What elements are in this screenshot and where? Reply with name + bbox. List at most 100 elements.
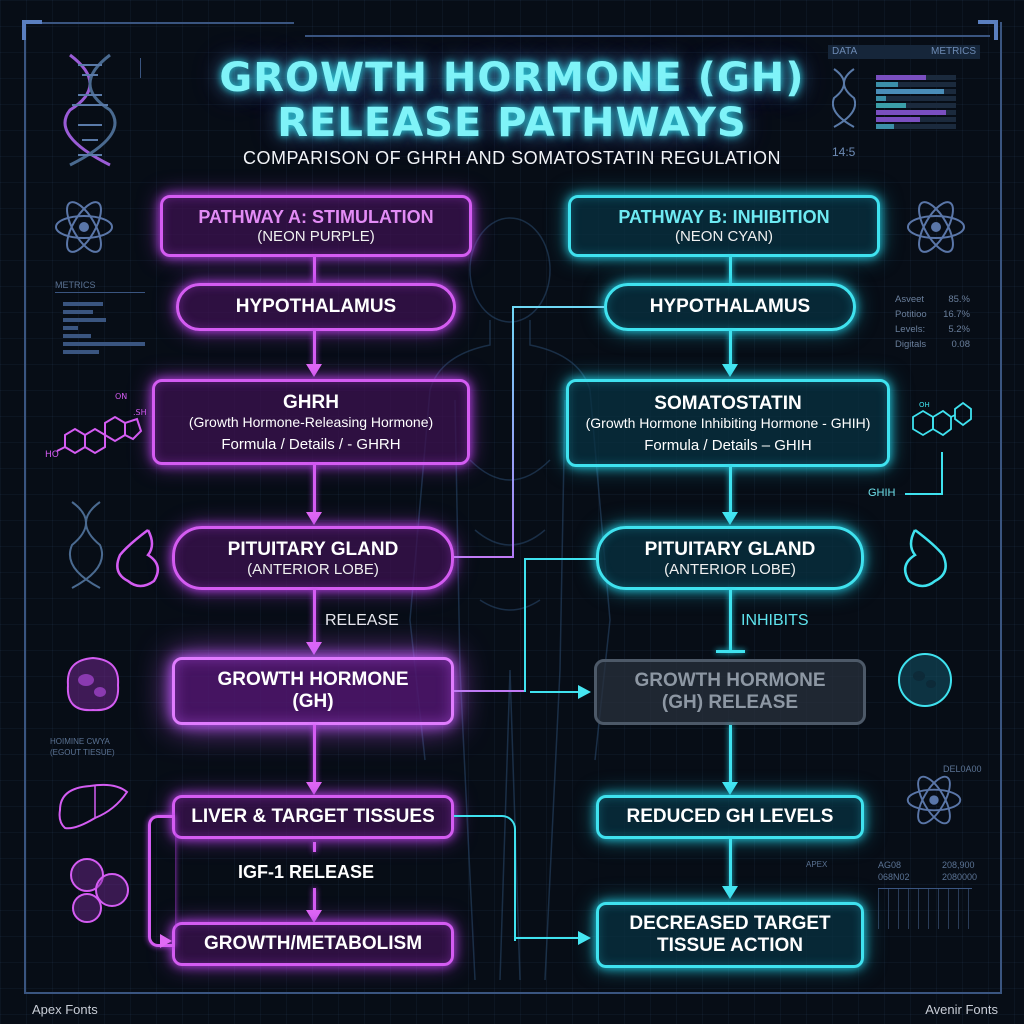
gh-subtitle: (GH) [292,691,334,712]
data-bar-1 [876,75,926,80]
pathway-b-decreased-action[interactable]: DECREASED TARGET TISSUE ACTION [596,902,864,968]
ghih-connector-h [905,493,943,495]
left-metric-bar [63,310,93,314]
pituitary-subtitle: (ANTERIOR LOBE) [247,560,379,578]
right-code: DEL0A00 [943,764,982,774]
left-metric-bar [63,350,99,354]
hormone-note-line2: (EGOUT TIESUE) [50,748,115,757]
cross-connector-pituitary-b [524,558,596,560]
pathway-b-hypothalamus[interactable]: HYPOTHALAMUS [604,283,856,331]
decreased-line1: DECREASED TARGET [629,913,831,934]
liver-to-growth-bracket [148,815,175,947]
connector [313,725,316,785]
stat-row: Levels:5.2% [895,324,970,335]
data-bar-8 [876,124,894,129]
pathway-b-subtitle: (NEON CYAN) [674,228,774,245]
left-metrics-title: METRICS [55,280,96,290]
pathway-b-header[interactable]: PATHWAY B: INHIBITION (NEON CYAN) [568,195,880,257]
atom-icon-right-top [907,201,965,253]
pituitary-subtitle: (ANTERIOR LOBE) [664,560,796,578]
ag-label: AG08 [878,860,902,870]
frame-corner-tl [22,20,42,40]
dna-icon [63,53,117,167]
connector [313,842,316,852]
pathway-a-header[interactable]: PATHWAY A: STIMULATION (NEON PURPLE) [160,195,472,257]
connector [313,465,316,515]
somatostatin-title: SOMATOSTATIN [654,392,802,414]
left-metric-bar [63,302,103,306]
arrow-down-icon [306,364,322,377]
svg-text:OH: OH [919,401,930,409]
pituitary-icon-left [116,529,160,588]
data-bar-7 [876,117,920,122]
mini-chart [878,888,972,929]
frame-right [1000,22,1002,992]
gh-release-line2: (GH) RELEASE [661,692,799,713]
data-bar-2 [876,82,898,87]
data-panel-left-label: DATA [832,46,858,57]
connector [729,590,732,652]
arrow-down-icon [306,910,322,923]
reduced-gh-label: REDUCED GH LEVELS [626,806,834,827]
pathway-a-pituitary[interactable]: PITUITARY GLAND (ANTERIOR LOBE) [172,526,454,590]
release-label: RELEASE [325,612,399,629]
gh-title: GROWTH HORMONE [217,669,409,690]
connector [313,888,316,913]
pathway-a-growth-hormone[interactable]: GROWTH HORMONE (GH) [172,657,454,725]
somatostatin-subtitle: (Growth Hormone Inhibiting Hormone - GHI… [585,414,871,431]
pathway-b-pituitary[interactable]: PITUITARY GLAND (ANTERIOR LOBE) [596,526,864,590]
cross-connector-liver-bottom [514,937,580,939]
data-panel: DATA METRICS 14:5 [828,45,980,165]
cross-connector-gh-vertical [524,558,526,692]
data-bar-6 [876,110,946,115]
liver-icon [58,783,129,830]
cross-connector-pituitary [454,556,514,558]
cell-icon-cyan [898,653,952,707]
left-metrics-rule [55,292,145,293]
pathway-a-ghrh[interactable]: GHRH (Growth Hormone-Releasing Hormone) … [152,379,470,465]
pathway-b-gh-release[interactable]: GROWTH HORMONE (GH) RELEASE [594,659,866,725]
dna-small-icon [832,68,856,128]
decreased-line2: TISSUE ACTION [656,935,804,956]
svg-text:ON: ON [115,392,127,401]
liver-label: LIVER & TARGET TISSUES [191,806,435,827]
ghrh-subtitle: (Growth Hormone-Releasing Hormone) [188,413,434,430]
pathway-b-somatostatin[interactable]: SOMATOSTATIN (Growth Hormone Inhibiting … [566,379,890,467]
connector [729,257,732,285]
frame-corner-tr [978,20,998,40]
connector [313,590,316,646]
pituitary-icon-right [903,529,947,588]
data-bar-3 [876,89,944,94]
arrow-right-icon [578,931,591,945]
svg-text:.SH: .SH [133,408,147,417]
pathway-a-liver[interactable]: LIVER & TARGET TISSUES [172,795,454,839]
blood-cells-icon [70,858,129,923]
pathway-b-reduced-gh[interactable]: REDUCED GH LEVELS [596,795,864,839]
pituitary-title: PITUITARY GLAND [644,538,816,560]
left-metric-bar [63,342,145,346]
connector [313,257,316,285]
hypothalamus-label: HYPOTHALAMUS [235,296,397,317]
cross-connector-top [512,306,604,308]
subtitle: COMPARISON OF GHRH AND SOMATOSTATIN REGU… [242,148,782,168]
dna-icon-left [69,501,103,589]
arrow-right-icon [160,934,172,948]
footer-left: Apex Fonts [32,1002,98,1017]
ag-value1: 208,900 [942,860,975,870]
frame-top-left [24,22,294,24]
cross-connector-gh [454,690,526,692]
steroid-molecule-icon: HO ON .SH [45,392,147,460]
flavonoid-molecule-icon: OH [912,401,972,437]
hypothalamus-label: HYPOTHALAMUS [649,296,811,317]
left-metric-bar [63,318,106,322]
pathway-a-growth-metabolism[interactable]: GROWTH/METABOLISM [172,922,454,966]
somatostatin-detail: Formula / Details – GHIH [644,436,812,454]
inhibit-bar-icon [716,650,745,653]
pathway-a-subtitle: (NEON PURPLE) [257,228,375,245]
pathway-a-hypothalamus[interactable]: HYPOTHALAMUS [176,283,456,331]
arrow-down-icon [306,642,322,655]
hormone-note-line1: HOIMINE CWYA [50,737,110,746]
pathway-b-title: PATHWAY B: INHIBITION [618,207,830,227]
